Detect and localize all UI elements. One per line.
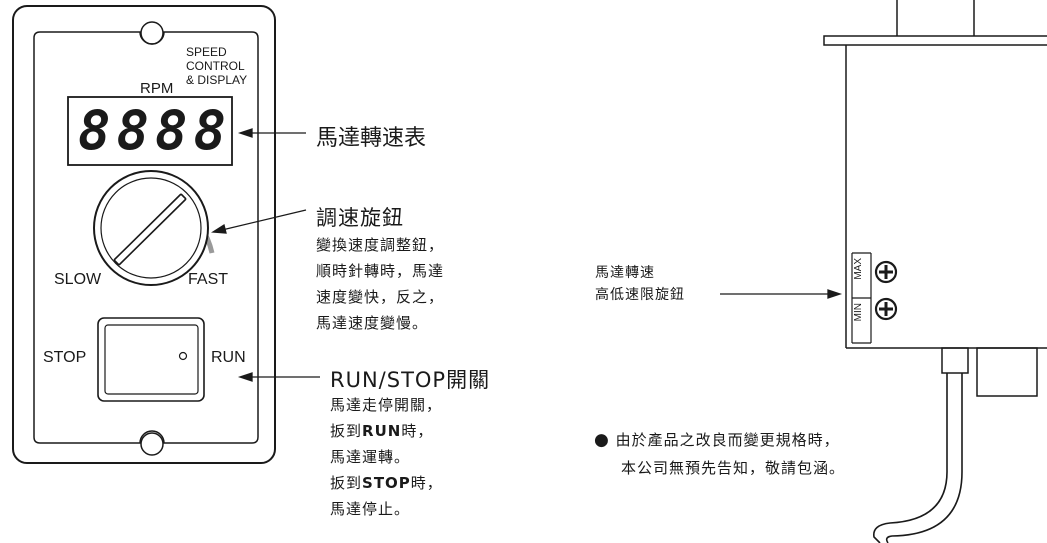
- rpm-display-digits: 8888: [78, 99, 233, 162]
- switch-desc-line-4: 扳到STOP時，: [330, 470, 443, 496]
- rpm-label: RPM: [140, 80, 174, 97]
- knob-arrowhead: [211, 223, 227, 234]
- switch-desc-line-4c: 時，: [410, 474, 443, 492]
- run-indicator-dot: [178, 351, 188, 361]
- switch-callout-title: RUN/STOP開關: [330, 368, 491, 392]
- tachometer-arrowhead: [237, 128, 253, 138]
- knob-desc-line-4: 馬達速度變慢。: [316, 314, 429, 332]
- limit-knob-arrowhead: [827, 289, 843, 299]
- switch-arrowhead: [237, 372, 253, 382]
- stop-label: STOP: [43, 349, 87, 366]
- switch-desc-stop: STOP: [362, 474, 411, 492]
- max-limit-knob[interactable]: [874, 260, 898, 284]
- switch-desc-line-2c: 時，: [401, 422, 434, 440]
- knob-desc-line-3: 速度變快，反之，: [316, 288, 445, 306]
- display-window: [67, 96, 233, 166]
- cable-gland: [941, 347, 969, 374]
- switch-desc-line-4a: 扳到: [330, 474, 363, 492]
- speed-knob[interactable]: [93, 170, 215, 286]
- switch-desc-line-1: 馬達走停開關，: [330, 396, 443, 414]
- switch-desc-line-2a: 扳到: [330, 422, 363, 440]
- panel-title-line-1: SPEED: [186, 45, 227, 59]
- knob-desc-line-1: 變換速度調整鈕，: [316, 236, 445, 254]
- limit-knob-callout: 馬達轉速 高低速限旋鈕: [595, 262, 685, 306]
- switch-desc-line-5: 馬達停止。: [330, 500, 411, 518]
- notice: ● 由於產品之改良而變更規格時， 本公司無預先告知，敬請包涵。: [594, 426, 845, 482]
- knob-callout-title: 調速旋鈕: [316, 206, 404, 230]
- max-label: MAX: [853, 258, 864, 280]
- fast-label: FAST: [188, 271, 229, 288]
- notice-bullet: ●: [594, 430, 610, 450]
- notice-line-1: ● 由於產品之改良而變更規格時，: [594, 426, 845, 454]
- min-limit-knob[interactable]: [874, 297, 898, 321]
- notice-line-2: 本公司無預先告知，敬請包涵。: [621, 459, 846, 477]
- cable-outer: [873, 373, 948, 543]
- knob-callout-desc: 變換速度調整鈕， 順時針轉時，馬達 速度變快，反之， 馬達速度變慢。: [316, 232, 444, 336]
- front-panel: [12, 5, 276, 464]
- side-view: [823, 0, 1047, 543]
- tachometer-callout-title: 馬達轉速表: [316, 126, 427, 151]
- notice-line-1-text: 由於產品之改良而變更規格時，: [615, 431, 840, 449]
- switch-desc-run: RUN: [362, 422, 402, 440]
- switch-desc-line-3: 馬達運轉。: [330, 448, 411, 466]
- cable-inner: [885, 373, 963, 543]
- switch-desc-line-2: 扳到RUN時，: [330, 418, 443, 444]
- run-label: RUN: [211, 349, 246, 366]
- mounting-flange: [823, 35, 1047, 46]
- limit-knob-line-2: 高低速限旋鈕: [595, 287, 685, 303]
- switch-callout-desc: 馬達走停開關， 扳到RUN時， 馬達運轉。 扳到STOP時， 馬達停止。: [330, 392, 443, 522]
- panel-title-line-3: & DISPLAY: [186, 73, 248, 87]
- slow-label: SLOW: [54, 271, 102, 288]
- panel-title: SPEED CONTROL & DISPLAY: [186, 45, 247, 87]
- panel-title-line-2: CONTROL: [186, 59, 245, 73]
- top-mount-hole: [140, 21, 164, 45]
- run-stop-switch[interactable]: [97, 317, 205, 402]
- knob-callout-line: [221, 209, 307, 231]
- limit-knob-line-1: 馬達轉速: [595, 265, 655, 281]
- bottom-mount-hole: [140, 432, 164, 456]
- min-label: MIN: [853, 303, 864, 322]
- connector-block: [976, 347, 1038, 397]
- knob-desc-line-2: 順時針轉時，馬達: [316, 262, 445, 280]
